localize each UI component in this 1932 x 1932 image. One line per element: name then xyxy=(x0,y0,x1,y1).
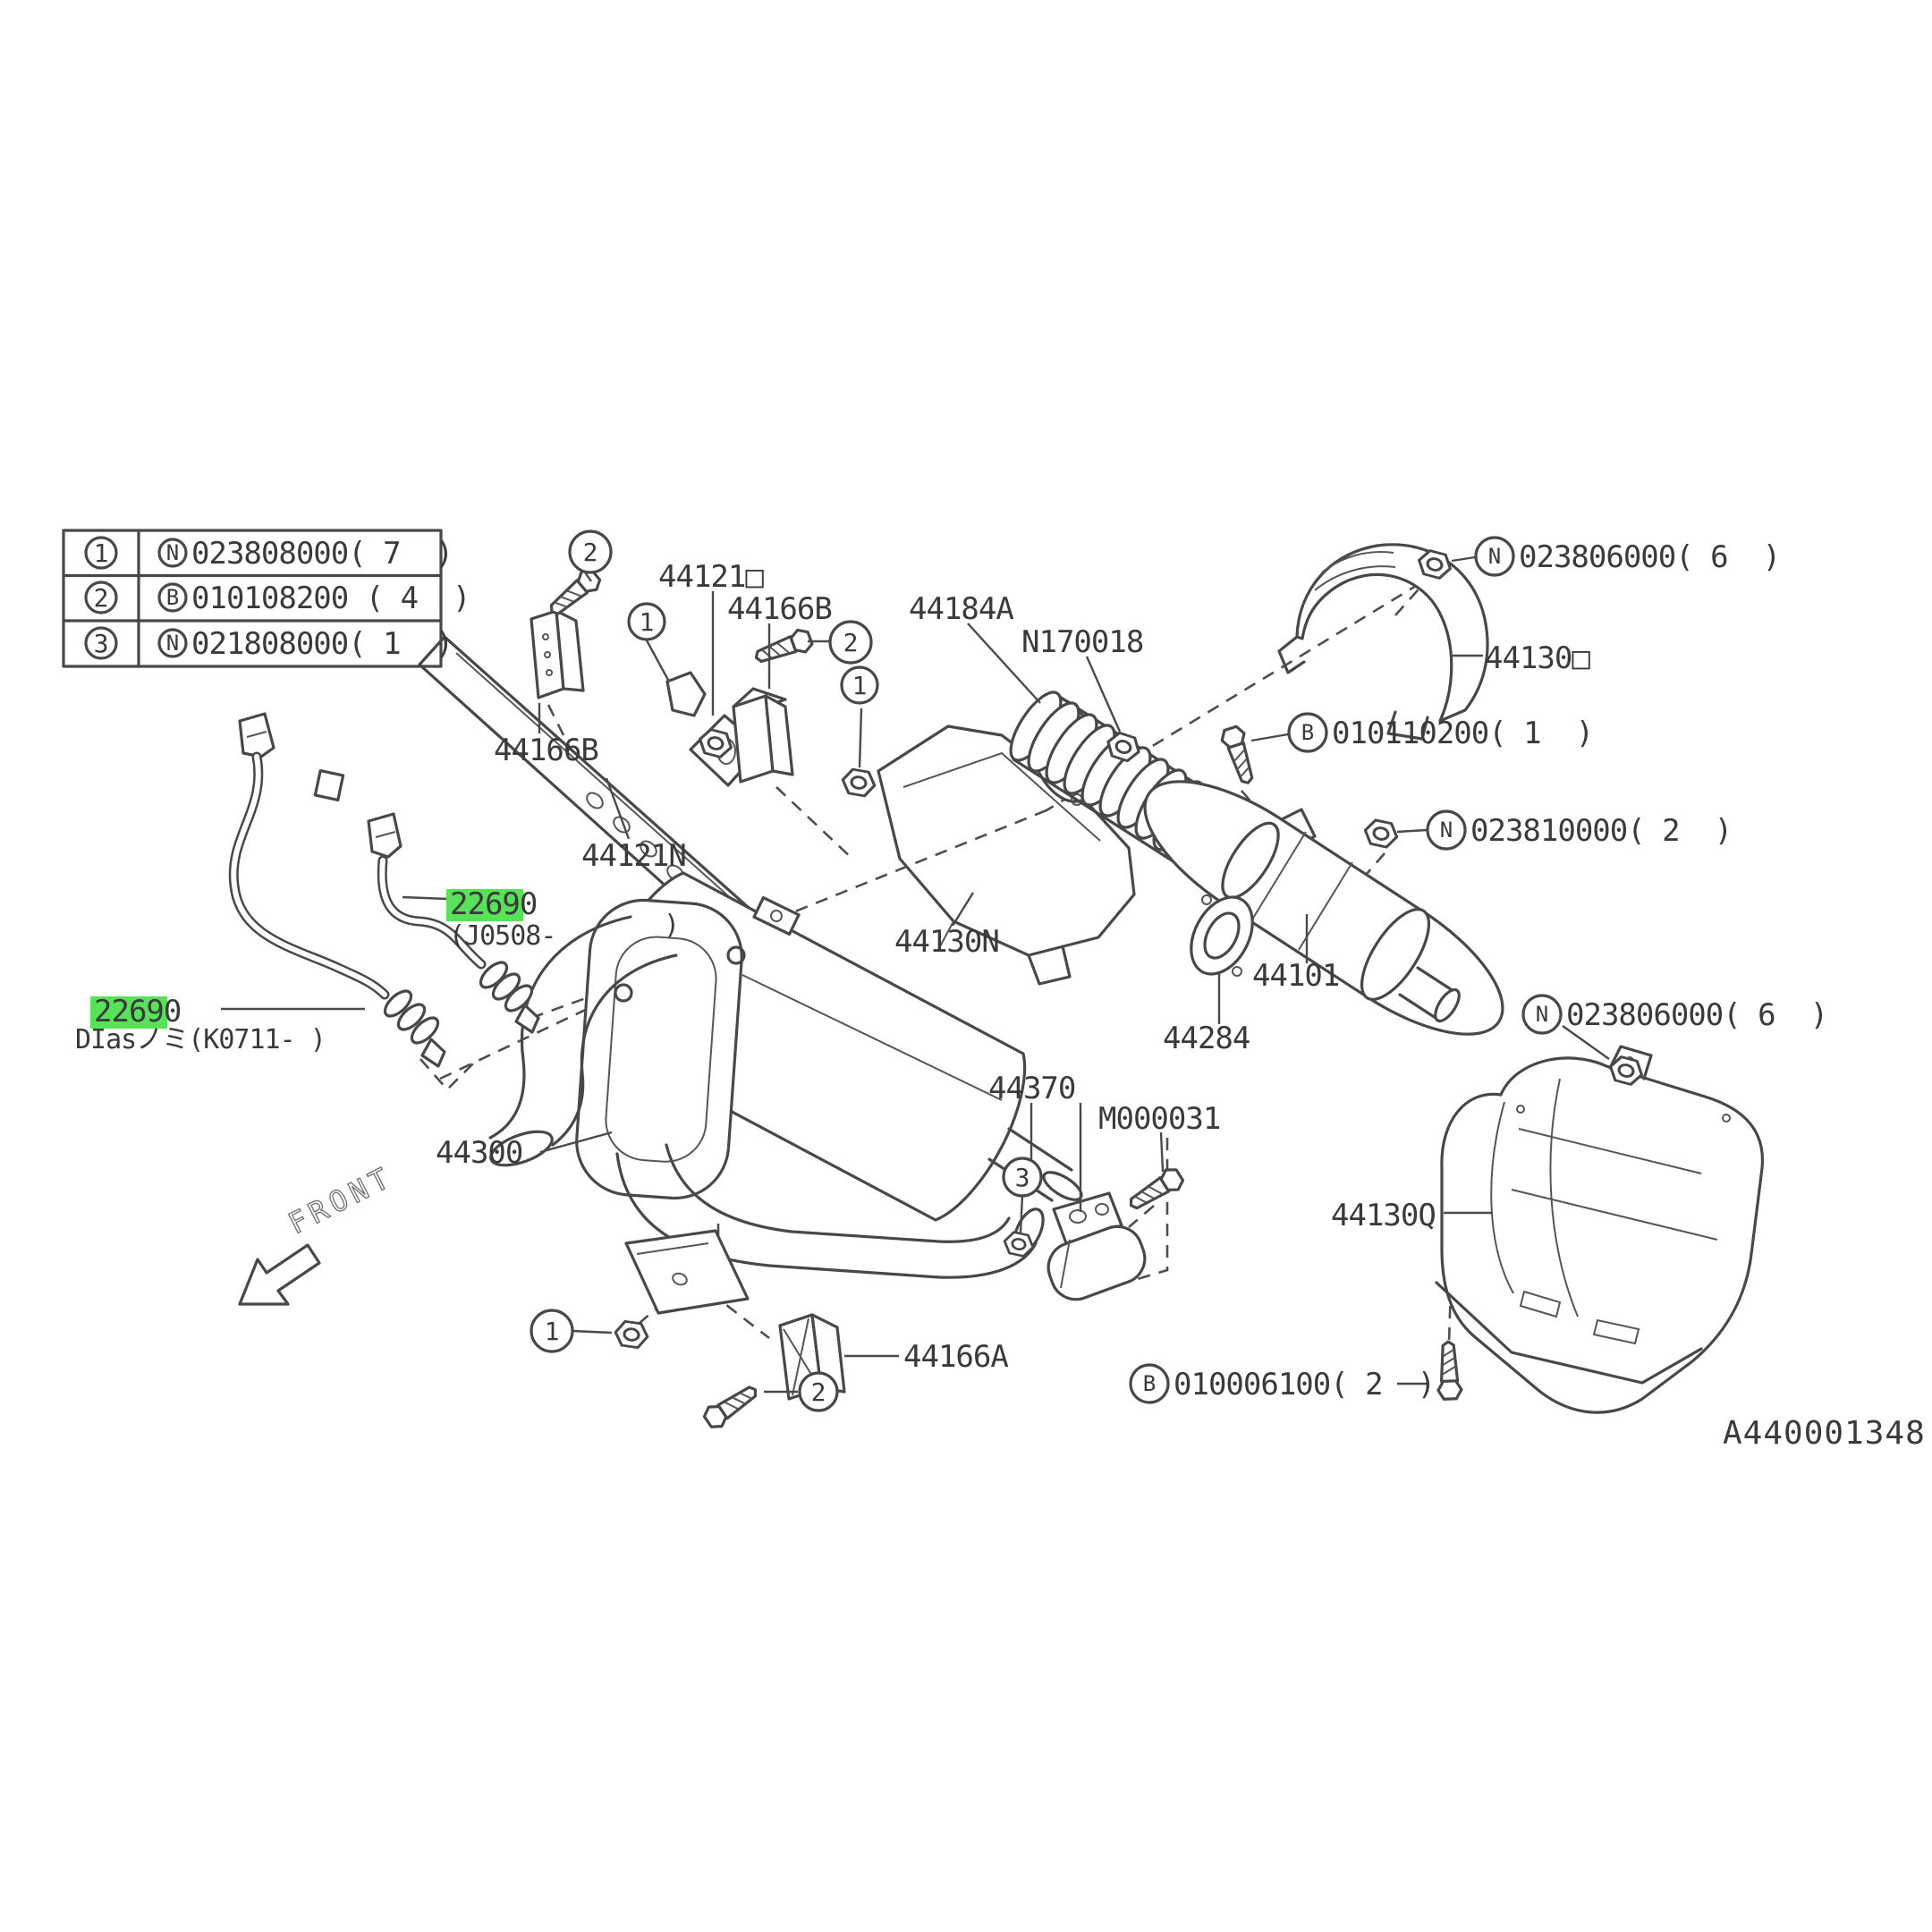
part-label-44300: 44300 xyxy=(436,1135,522,1171)
marker-2-icon: 2 xyxy=(798,1371,839,1412)
svg-text:3: 3 xyxy=(1015,1163,1030,1192)
front-arrow-icon xyxy=(238,1243,321,1306)
fastener-code: 010006100( 2 ) xyxy=(1174,1367,1435,1402)
marker-3-icon: 3 xyxy=(1002,1157,1043,1198)
marker-2-icon: 2 xyxy=(828,620,873,665)
b-circle-icon: B xyxy=(1143,1371,1156,1396)
legend-table: 1 N 023808000( 7 ) 2 B 010108200 ( 4 ) 3… xyxy=(62,529,471,668)
oxygen-sensor-left-drawing xyxy=(228,712,446,1068)
n-circle-icon: N xyxy=(1440,818,1453,843)
svg-text:2: 2 xyxy=(583,538,598,567)
marker-2-icon: 2 xyxy=(568,530,613,574)
fastener-code: 023806000( 6 ) xyxy=(1519,539,1780,575)
bolt-icon xyxy=(1435,1339,1463,1402)
diagram-code-watermark: A440001348 xyxy=(1723,1415,1926,1452)
front-direction-indicator: FRONT xyxy=(238,1158,400,1306)
marker-1-icon: 1 xyxy=(627,602,666,641)
n-circle-icon: N xyxy=(1536,1002,1548,1027)
part-label-j0508: (J0508- xyxy=(449,920,555,952)
front-pipe-44101-drawing xyxy=(1009,691,1504,1036)
part-label-22690-lower: 22690 xyxy=(94,994,181,1030)
part-label-44121: 44121□ xyxy=(658,559,764,595)
part-label-k0711: DIasノミ(K0711- ) xyxy=(75,1024,326,1055)
marker-1-icon: 1 xyxy=(840,665,879,705)
gasket-44284-drawing xyxy=(1190,894,1254,977)
part-label-44121n: 44121N xyxy=(581,838,686,874)
callout-n-bottom-right: N 023806000( 6 ) xyxy=(1521,994,1828,1035)
callout-b-mid-right: B 010110200( 1 ) xyxy=(1287,712,1594,753)
fastener-code: 023806000( 6 ) xyxy=(1566,997,1827,1033)
bolt-icon xyxy=(543,564,606,623)
svg-text:2: 2 xyxy=(811,1377,826,1407)
fastener-code: 023810000( 2 ) xyxy=(1470,813,1732,849)
legend-letter-icon: N xyxy=(166,631,179,656)
legend-code: 010108200 ( 4 ) xyxy=(191,580,470,616)
bolt-icon xyxy=(1123,1164,1188,1217)
legend-letter-icon: B xyxy=(166,585,179,610)
nut-icon xyxy=(1360,817,1402,851)
part-label-44184a: 44184A xyxy=(909,591,1013,627)
part-label-44370: 44370 xyxy=(988,1071,1075,1106)
legend-row-marker: 3 xyxy=(94,629,109,658)
part-label-44166a: 44166A xyxy=(903,1339,1008,1375)
front-label: FRONT xyxy=(283,1159,399,1241)
fastener-callouts: N 023806000( 6 ) B 010110200( 1 ) N 0238… xyxy=(1129,536,1828,1404)
bolt-icon xyxy=(1217,723,1261,788)
bracket-box-44166b xyxy=(732,687,794,784)
callout-n-top-right: N 023806000( 6 ) xyxy=(1474,536,1781,577)
part-label-j0508-close: ) xyxy=(664,910,679,941)
part-label-22690-upper: 22690 xyxy=(450,886,537,922)
part-label-44166b-top: 44166B xyxy=(727,591,832,627)
part-label-44130q: 44130Q xyxy=(1331,1198,1436,1233)
oxygen-sensor-right-drawing xyxy=(367,812,540,1034)
bolt-icon xyxy=(699,1378,764,1433)
heat-shield-44130q-drawing xyxy=(1435,1045,1765,1414)
heat-shield-44130n-drawing xyxy=(877,724,1136,986)
part-labels: 44121□ 44166B 44184A N170018 44130□ 4416… xyxy=(75,559,1926,1452)
legend-code: 021808000( 1 ) xyxy=(191,626,453,662)
svg-text:1: 1 xyxy=(640,607,655,637)
part-label-44101: 44101 xyxy=(1252,958,1339,994)
circled-markers: 2 1 2 1 1 2 3 xyxy=(530,530,1043,1412)
bracket-box-top-left xyxy=(530,609,585,699)
heat-shield-44130-top-drawing xyxy=(1277,543,1489,741)
nut-icon xyxy=(612,1318,651,1351)
highlight-22690-lower xyxy=(90,996,167,1029)
part-label-n170018: N170018 xyxy=(1021,624,1143,660)
callout-b-bottom: B 010006100( 2 ) xyxy=(1129,1363,1436,1404)
svg-text:1: 1 xyxy=(852,671,868,700)
part-label-44284: 44284 xyxy=(1163,1021,1250,1056)
n-circle-icon: N xyxy=(1488,544,1501,569)
legend-border xyxy=(62,529,443,668)
svg-text:1: 1 xyxy=(545,1317,560,1346)
highlight-22690-upper xyxy=(446,889,523,921)
mount-wedge-drawing xyxy=(665,671,707,717)
part-label-44130-top: 44130□ xyxy=(1485,640,1590,676)
fastener-code: 010110200( 1 ) xyxy=(1332,716,1593,751)
clamp-44370-drawing xyxy=(1046,1191,1147,1301)
leader-lines xyxy=(221,555,1610,1394)
bolt-icon xyxy=(750,625,816,670)
part-label-m000031: M000031 xyxy=(1098,1101,1220,1137)
svg-text:2: 2 xyxy=(843,628,859,657)
legend-code: 023808000( 7 ) xyxy=(191,536,453,572)
legend-row-marker: 2 xyxy=(94,583,109,613)
part-label-44130n: 44130N xyxy=(894,924,999,960)
legend-letter-icon: N xyxy=(166,540,179,565)
callout-n-mid-right: N 023810000( 2 ) xyxy=(1426,809,1733,851)
nut-icon xyxy=(839,766,878,800)
b-circle-icon: B xyxy=(1301,720,1314,745)
legend-row-marker: 1 xyxy=(94,538,109,568)
part-label-44166b-left: 44166B xyxy=(494,733,598,768)
marker-1-icon: 1 xyxy=(530,1309,574,1353)
